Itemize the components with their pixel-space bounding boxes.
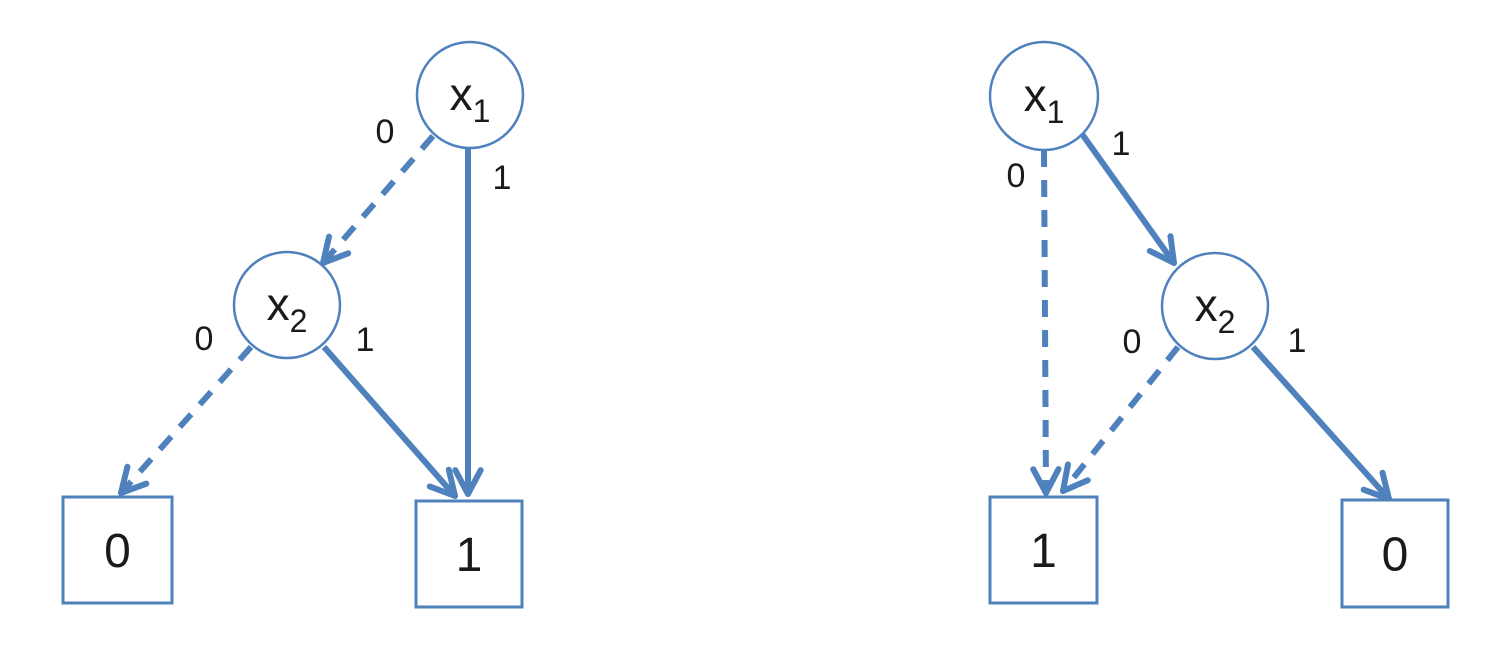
- bdd-left-edge-x1-t1-branch-1: 1: [452, 148, 512, 497]
- terminal-box: [61, 495, 174, 605]
- bdd-left-node-x2: x2: [232, 250, 342, 360]
- edge-line-solid: [321, 345, 458, 498]
- edge-line-dashed: [320, 134, 436, 265]
- arrowhead-barb-1: [465, 467, 484, 497]
- arrowhead-barb-1: [118, 480, 150, 496]
- bdd-left-node-x1: x1: [415, 40, 525, 150]
- bdd-left-edge-x1-x2-branch-0: 0: [320, 113, 436, 266]
- bdd-right-edge-x2-t0-branch-1: 1: [1250, 322, 1392, 502]
- arrowhead-barb-0: [1060, 461, 1071, 494]
- bdd-right-edge-x1-t1-branch-0: 0: [1007, 149, 1062, 496]
- bdd-right-terminal-t0: 0: [1340, 498, 1450, 609]
- arrowhead-barb-0: [1146, 247, 1177, 266]
- terminal-box: [1340, 498, 1450, 609]
- edge-line-solid: [1250, 344, 1392, 502]
- edge-line-dashed: [118, 345, 254, 495]
- decision-node-circle: [415, 40, 525, 150]
- bdd-left-edge-x2-t1-branch-1: 1: [321, 321, 458, 499]
- bdd-right-node-x1: x1: [988, 40, 1100, 152]
- terminal-value: 1: [456, 529, 483, 582]
- decision-node-label: x1: [450, 68, 491, 129]
- arrowhead-barb-0: [118, 463, 131, 496]
- decision-node-circle: [232, 250, 342, 360]
- decision-node-circle: [1160, 251, 1270, 361]
- arrowhead-barb-1: [445, 466, 458, 499]
- arrowhead-barb-0: [452, 467, 471, 497]
- bdd-right-node-x2: x2: [1160, 251, 1270, 361]
- terminal-value: 0: [104, 525, 131, 578]
- bdd-left-edge-x2-t0-branch-0: 0: [118, 320, 254, 496]
- arrowhead-barb-1: [1379, 469, 1392, 502]
- edge-label-1: 1: [1288, 322, 1307, 360]
- arrowhead-barb-1: [1043, 466, 1062, 496]
- terminal-value: 0: [1382, 529, 1409, 582]
- bdd-left-terminal-t0: 0: [61, 495, 174, 605]
- edge-line-dashed: [1060, 345, 1181, 493]
- bdd-right-edge-x2-t1-branch-0: 0: [1060, 323, 1181, 494]
- edge-line-dashed: [1041, 149, 1049, 494]
- edge-label-1: 1: [1112, 125, 1131, 163]
- bdd-left-terminal-t1: 1: [414, 499, 524, 609]
- arrowhead-barb-0: [320, 233, 333, 266]
- arrowhead-barb-0: [1360, 486, 1392, 502]
- bdd-right-terminal-t1: 1: [988, 495, 1099, 605]
- edge-label-1: 1: [493, 159, 512, 197]
- terminal-value: 1: [1030, 525, 1057, 578]
- terminal-box: [988, 495, 1099, 605]
- arrowhead-barb-1: [1060, 477, 1091, 494]
- arrowhead-barb-1: [1167, 233, 1177, 266]
- edge-line-solid: [1079, 132, 1177, 265]
- arrowhead-barb-0: [1030, 466, 1049, 496]
- edge-label-0: 0: [376, 113, 395, 151]
- edge-label-0: 0: [195, 320, 214, 358]
- arrowhead-barb-0: [426, 483, 458, 499]
- bdd-right: 0 1 0 1 x1 x2 1 0: [988, 40, 1450, 609]
- arrowhead-barb-1: [320, 250, 352, 266]
- bdd-right-edge-x1-x2-branch-1: 1: [1079, 125, 1177, 266]
- decision-node-circle: [988, 40, 1100, 152]
- edge-label-0: 0: [1123, 323, 1142, 361]
- edge-label-1: 1: [356, 321, 375, 359]
- terminal-box: [414, 499, 524, 609]
- edge-label-0: 0: [1007, 157, 1026, 195]
